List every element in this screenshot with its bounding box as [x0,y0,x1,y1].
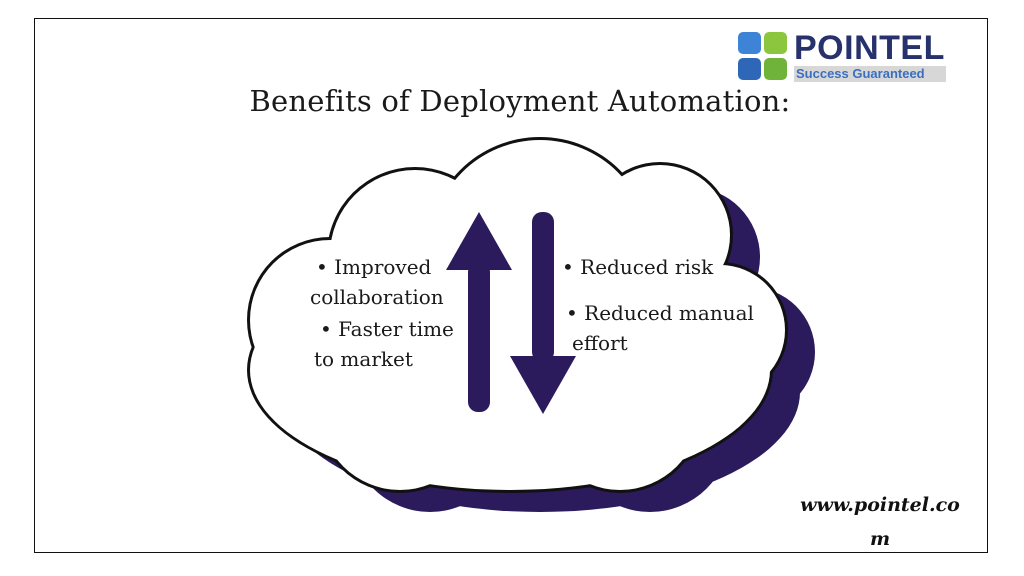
up-arrow-icon [446,212,512,412]
pointel-logo: POINTEL Success Guaranteed [738,29,948,84]
benefit-faster-time: • Faster time to market [314,317,454,371]
benefit-reduced-manual-effort: • Reduced manual effort [566,301,754,355]
down-arrow-icon [510,212,576,414]
benefit-reduced-risk: • Reduced risk [562,255,714,279]
logo-tagline: Success Guaranteed [794,66,946,82]
slide-frame [34,18,988,553]
logo-name: POINTEL [794,29,945,67]
website-url: www.pointel.co m [800,494,960,550]
benefit-improved-collaboration: • Improved collaboration [310,255,444,309]
logo-squares-icon [738,32,790,82]
page-title: Benefits of Deployment Automation: [249,84,791,118]
